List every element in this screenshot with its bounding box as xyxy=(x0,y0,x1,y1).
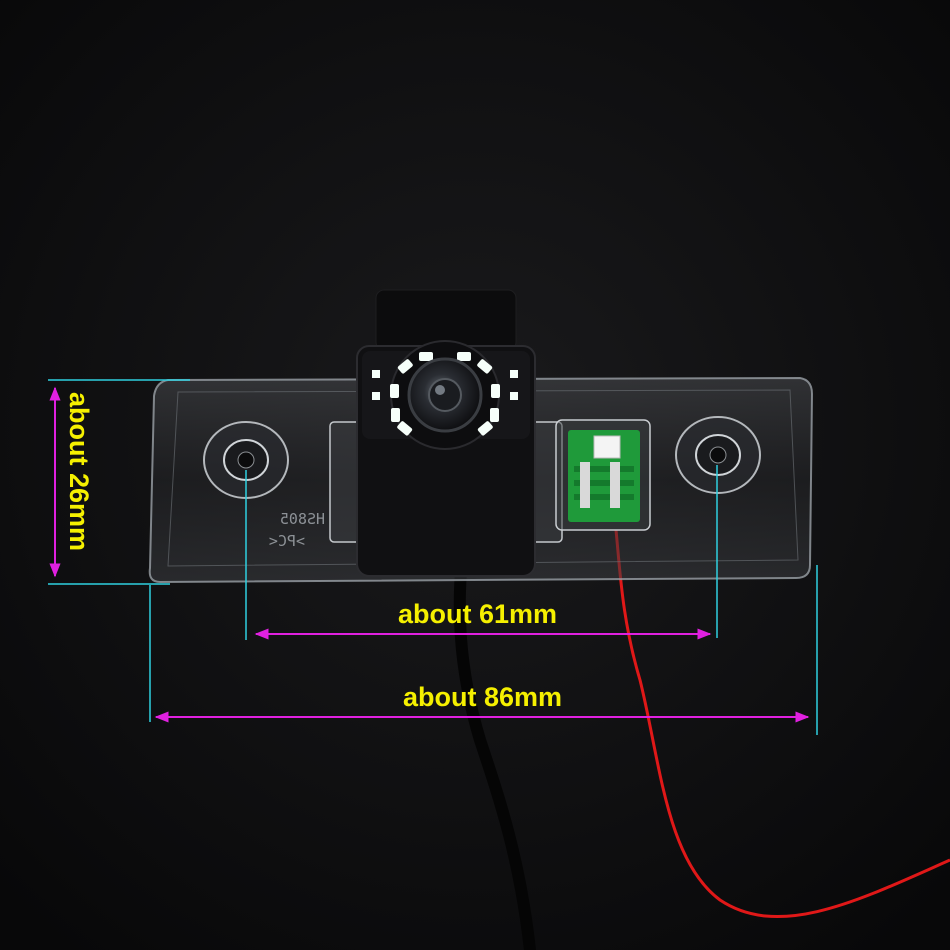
housing-marking: HS805 >PC< xyxy=(269,510,325,550)
housing-marking-line1: HS805 xyxy=(280,510,325,528)
right-screw-hole xyxy=(675,416,761,494)
extension-lines xyxy=(48,379,818,735)
hole-spacing-dimension-label: about 61mm xyxy=(398,599,558,629)
camera-lens xyxy=(407,357,483,433)
width-dimension-label: about 86mm xyxy=(403,682,563,712)
left-bracket xyxy=(329,421,361,543)
red-cable xyxy=(614,529,950,919)
housing-inner-edge xyxy=(167,389,799,567)
led-light-module xyxy=(555,419,651,531)
height-dimension-label: about 26mm xyxy=(64,392,94,552)
housing-marking-line2: >PC< xyxy=(269,532,305,550)
black-cable xyxy=(453,554,536,950)
